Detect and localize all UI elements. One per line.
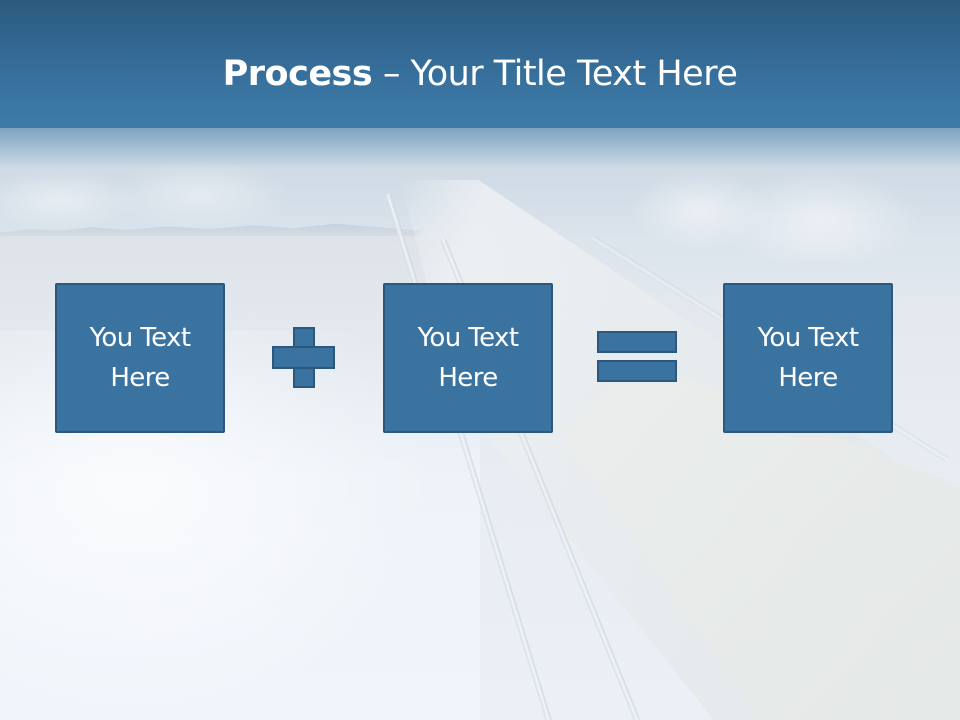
plus-icon — [272, 327, 335, 388]
equals-bar-top — [597, 331, 677, 353]
slide-title-rest: – Your Title Text Here — [372, 54, 738, 94]
process-box-text: You Text Here — [418, 318, 519, 398]
title-bar — [0, 0, 960, 128]
equals-icon — [597, 331, 677, 383]
box-text-line: You Text — [757, 323, 859, 353]
box-text-line: Here — [110, 363, 170, 393]
process-box-1[interactable]: You Text Here — [55, 283, 225, 433]
equals-bar-bottom — [597, 360, 677, 382]
plus-center — [295, 348, 313, 367]
process-box-text: You Text Here — [758, 318, 859, 398]
process-box-3[interactable]: You Text Here — [723, 283, 893, 433]
slide-title-bold: Process — [222, 54, 373, 94]
box-text-line: Here — [778, 363, 838, 393]
process-box-2[interactable]: You Text Here — [383, 283, 553, 433]
box-text-line: Here — [438, 363, 498, 393]
title-bar-fade — [0, 128, 960, 168]
process-box-text: You Text Here — [90, 318, 191, 398]
slide-title: Process – Your Title Text Here — [0, 52, 960, 96]
box-text-line: You Text — [417, 323, 519, 353]
box-text-line: You Text — [89, 323, 191, 353]
